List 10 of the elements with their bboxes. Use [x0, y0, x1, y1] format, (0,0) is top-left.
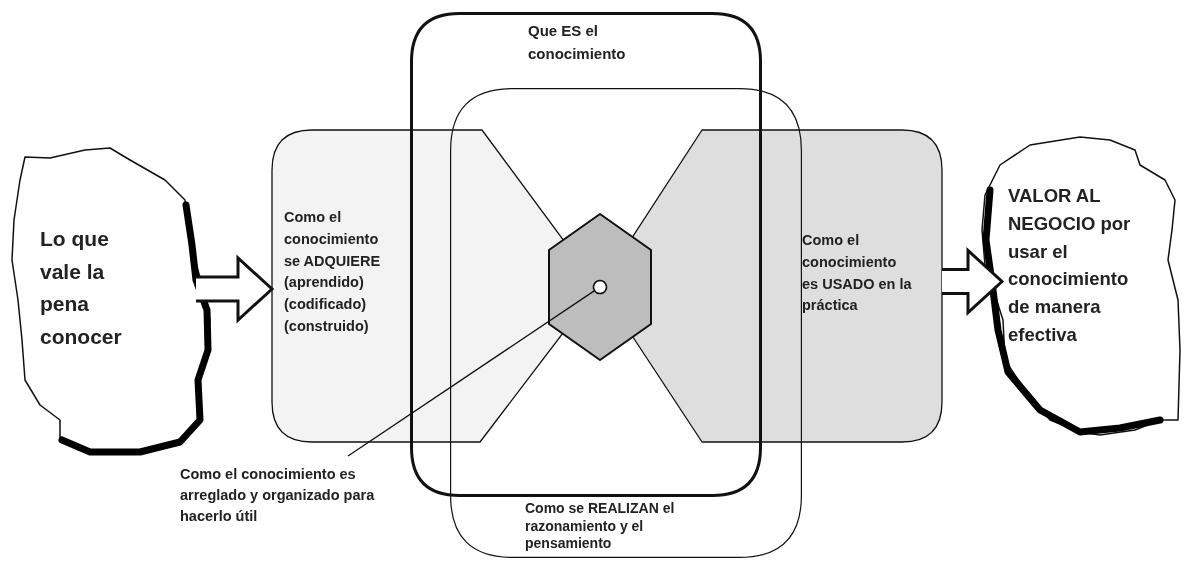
shape-label: Como el conocimiento se ADQUIERE (aprendido) (codificado) (construido)	[284, 208, 382, 336]
shape-label: Que ES el conocimiento	[528, 21, 627, 64]
block-arrow	[194, 254, 275, 324]
blob-label: Lo que vale la pena conocer	[40, 226, 123, 350]
shape-label: Como el conocimiento es USADO en la práctica	[802, 231, 913, 316]
leader-line	[347, 290, 595, 457]
blob-label: VALOR AL NEGOCIO por usar el conocimiento de manera efectiva	[1008, 184, 1132, 347]
shape-label: Como se REALIZAN el razonamiento y el pensamiento	[525, 500, 676, 553]
caption-text: Como el conocimiento es arreglado y organizado para hacerlo útil	[180, 465, 376, 527]
block-arrow	[940, 247, 1005, 316]
